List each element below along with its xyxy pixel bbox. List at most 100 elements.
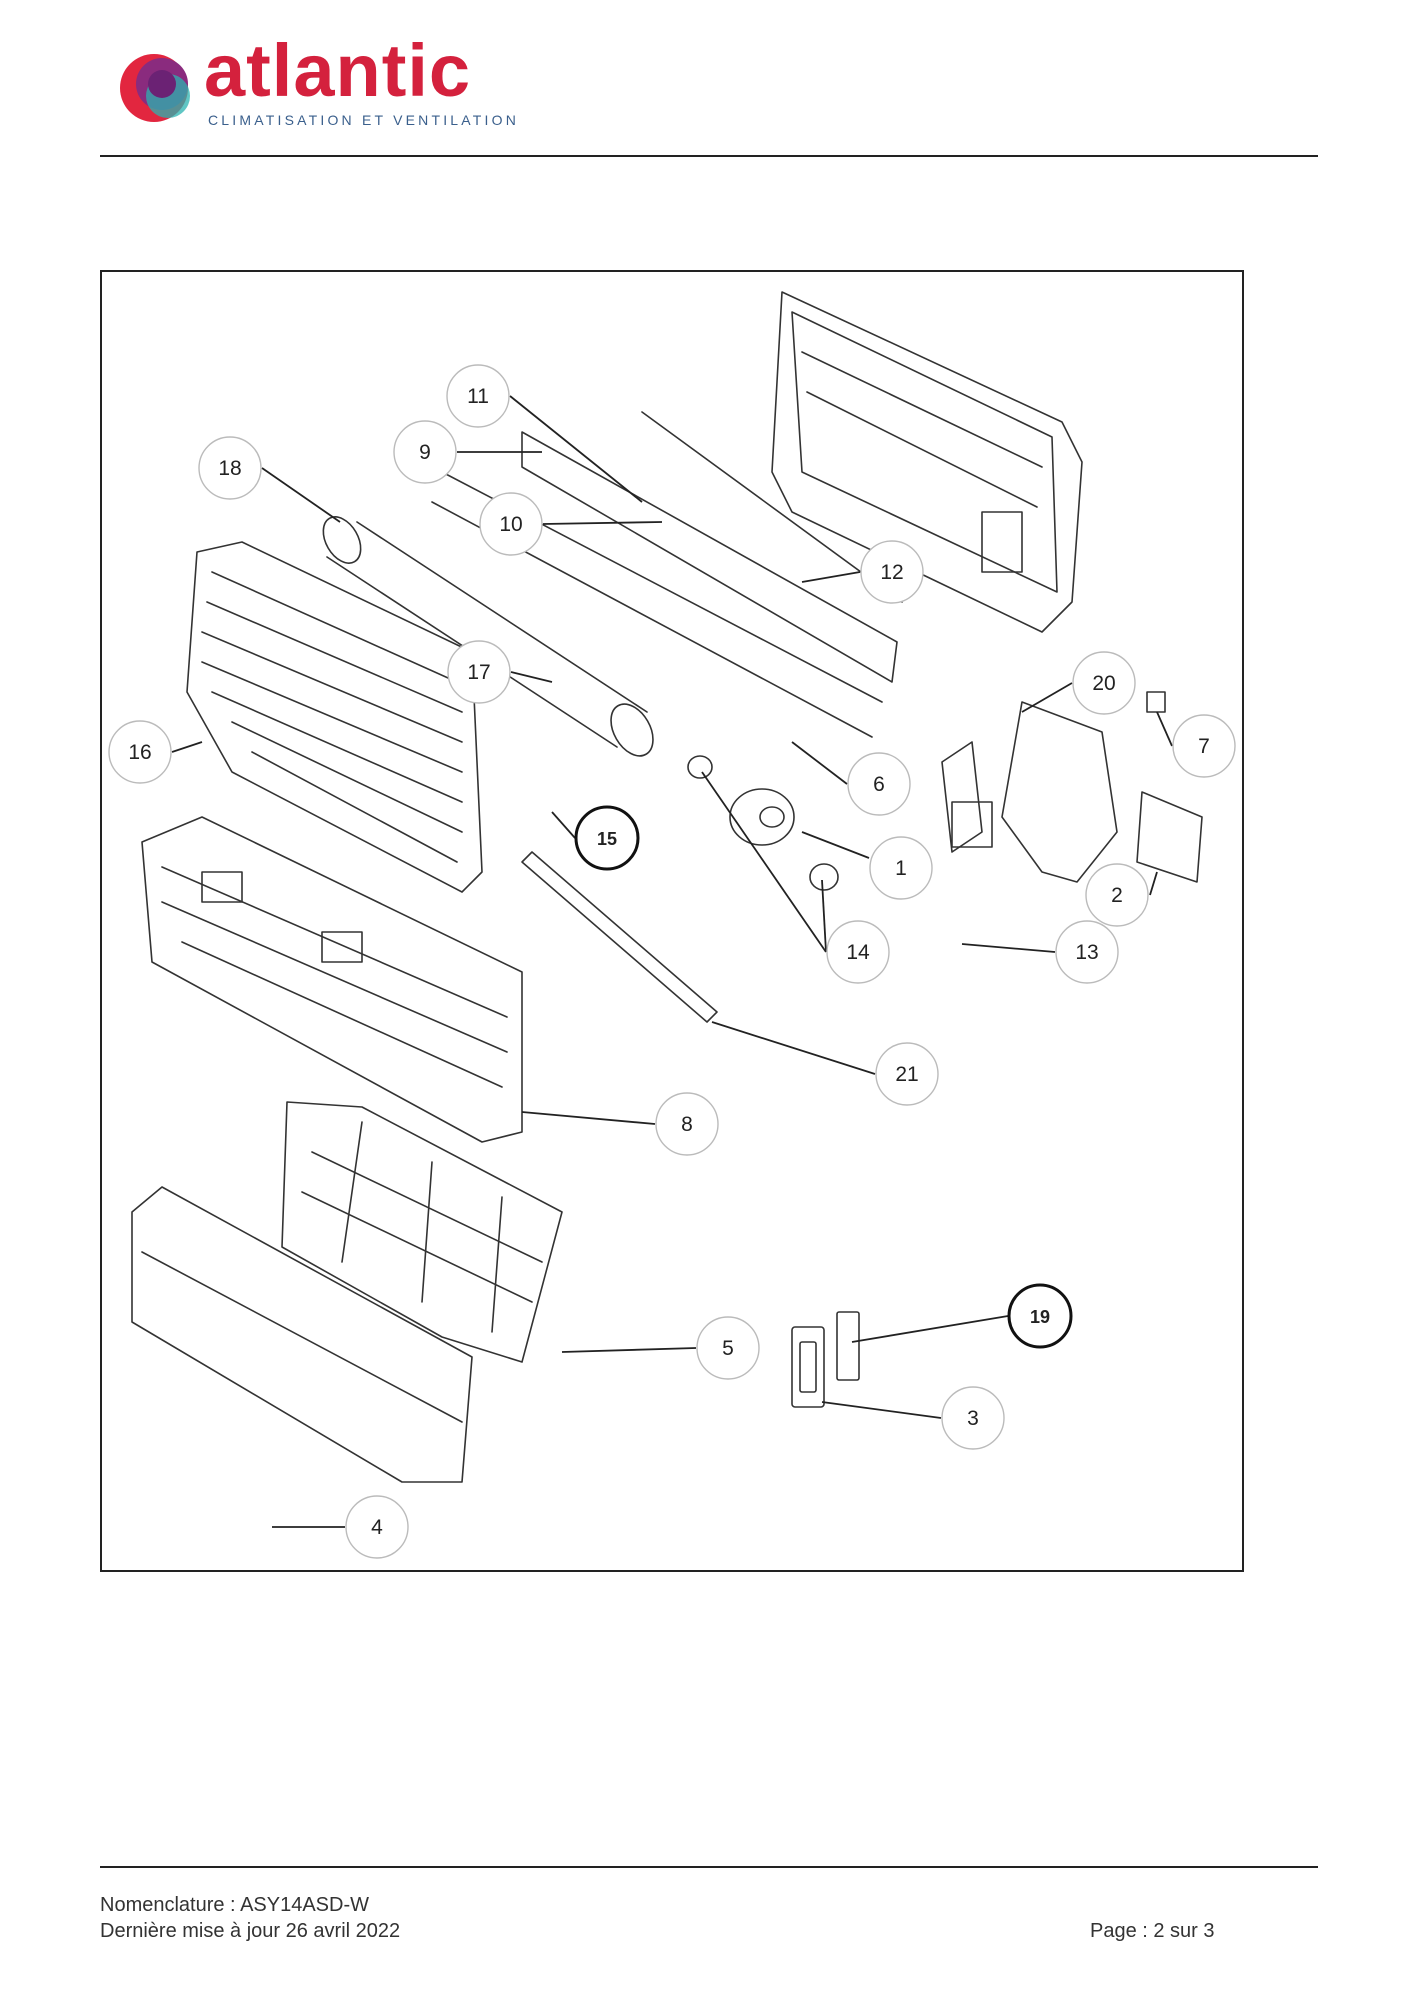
callout-5: 5	[696, 1316, 760, 1380]
callout-2: 2	[1085, 863, 1149, 927]
rear-chassis-part	[771, 291, 1083, 633]
front-grille-part	[186, 541, 483, 893]
callout-14: 14	[826, 920, 890, 984]
callout-number: 21	[895, 1063, 918, 1086]
cross-flow-fan-part	[322, 516, 654, 757]
callout-number: 10	[499, 513, 522, 536]
atlantic-logo-mark-icon	[120, 54, 190, 122]
callout-13: 13	[1055, 920, 1119, 984]
leader-line-8	[521, 1111, 656, 1125]
callout-number: 14	[846, 941, 870, 964]
callout-circle	[869, 836, 933, 900]
callout-circle	[108, 720, 172, 784]
callout-8: 8	[655, 1092, 719, 1156]
footer-divider	[100, 1866, 1318, 1868]
leader-line-1	[801, 831, 870, 859]
callout-circle	[826, 920, 890, 984]
callout-circle	[345, 1495, 409, 1559]
leader-line-13	[961, 943, 1056, 953]
leader-line-17	[510, 671, 553, 683]
callout-number: 15	[597, 829, 617, 849]
callout-circle	[1007, 1283, 1073, 1349]
callout-circle	[574, 805, 640, 871]
electrical-box-part	[941, 691, 1203, 883]
callout-7: 7	[1172, 714, 1236, 778]
callout-number: 7	[1198, 735, 1210, 758]
header-divider	[100, 155, 1318, 157]
callout-circle	[860, 540, 924, 604]
callout-11: 11	[446, 364, 510, 428]
callout-circle	[1172, 714, 1236, 778]
front-cover-part	[131, 1186, 473, 1483]
callout-17: 17	[447, 640, 511, 704]
callout-21: 21	[875, 1042, 939, 1106]
callout-16: 16	[108, 720, 172, 784]
leader-line-11	[509, 395, 643, 503]
callout-circle	[447, 640, 511, 704]
callout-number: 9	[419, 441, 431, 464]
callout-number: 8	[681, 1113, 693, 1136]
callout-15: 15	[574, 805, 640, 871]
callout-circle	[941, 1386, 1005, 1450]
callout-12: 12	[860, 540, 924, 604]
callout-circle	[1055, 920, 1119, 984]
callout-number: 13	[1075, 941, 1098, 964]
callout-number: 2	[1111, 884, 1123, 907]
leader-line-5	[561, 1347, 697, 1353]
callout-number: 4	[371, 1516, 383, 1539]
page-number: Page : 2 sur 3	[1090, 1920, 1215, 1942]
leader-line-15	[551, 811, 576, 839]
callout-circle	[198, 436, 262, 500]
callout-circle	[1085, 863, 1149, 927]
leader-line-18	[261, 467, 341, 523]
leader-line-6	[791, 741, 848, 785]
leader-line-10	[542, 521, 663, 525]
brand-logo: atlantic CLIMATISATION ET VENTILATION	[118, 34, 516, 140]
callout-19: 19	[1007, 1283, 1073, 1349]
leader-line-20	[1021, 682, 1073, 713]
callout-circle	[696, 1316, 760, 1380]
callout-circle	[875, 1042, 939, 1106]
callout-1: 1	[869, 836, 933, 900]
callout-number: 20	[1092, 672, 1115, 695]
callout-number: 11	[467, 385, 489, 408]
callout-circle	[479, 492, 543, 556]
remote-control-part	[791, 1311, 860, 1408]
callout-circle	[1072, 651, 1136, 715]
callout-circle	[393, 420, 457, 484]
leader-line-14	[821, 879, 827, 953]
air-deflector-part	[521, 851, 718, 1023]
leader-line-19	[851, 1315, 1009, 1343]
callout-number: 1	[895, 857, 907, 880]
callout-6: 6	[847, 752, 911, 816]
callout-10: 10	[479, 492, 543, 556]
brand-wordmark: atlantic	[204, 29, 472, 112]
leader-line-16	[171, 741, 203, 753]
callout-number: 3	[967, 1407, 979, 1430]
callout-number: 6	[873, 773, 885, 796]
footer-nomenclature: Nomenclature : ASY14ASD-W	[100, 1894, 369, 1916]
callout-9: 9	[393, 420, 457, 484]
callout-20: 20	[1072, 651, 1136, 715]
callout-4: 4	[345, 1495, 409, 1559]
callout-number: 18	[218, 457, 241, 480]
front-frame-part	[141, 816, 523, 1143]
leader-line-12	[801, 571, 861, 583]
callout-18: 18	[198, 436, 262, 500]
leader-line-2	[1149, 871, 1158, 896]
leader-line-21	[711, 1021, 876, 1075]
footer-last-updated: Dernière mise à jour 26 avril 2022	[100, 1920, 401, 1942]
leader-line-3	[821, 1401, 942, 1419]
callout-3: 3	[941, 1386, 1005, 1450]
callout-number: 5	[722, 1337, 734, 1360]
fan-motor-part	[687, 755, 839, 891]
callout-number: 16	[128, 741, 151, 764]
air-filter-part	[281, 1101, 563, 1363]
callout-circle	[655, 1092, 719, 1156]
leader-line-14	[701, 771, 827, 953]
callout-number: 19	[1030, 1307, 1050, 1327]
callout-number: 12	[880, 561, 903, 584]
callout-circle	[446, 364, 510, 428]
callout-circle	[847, 752, 911, 816]
